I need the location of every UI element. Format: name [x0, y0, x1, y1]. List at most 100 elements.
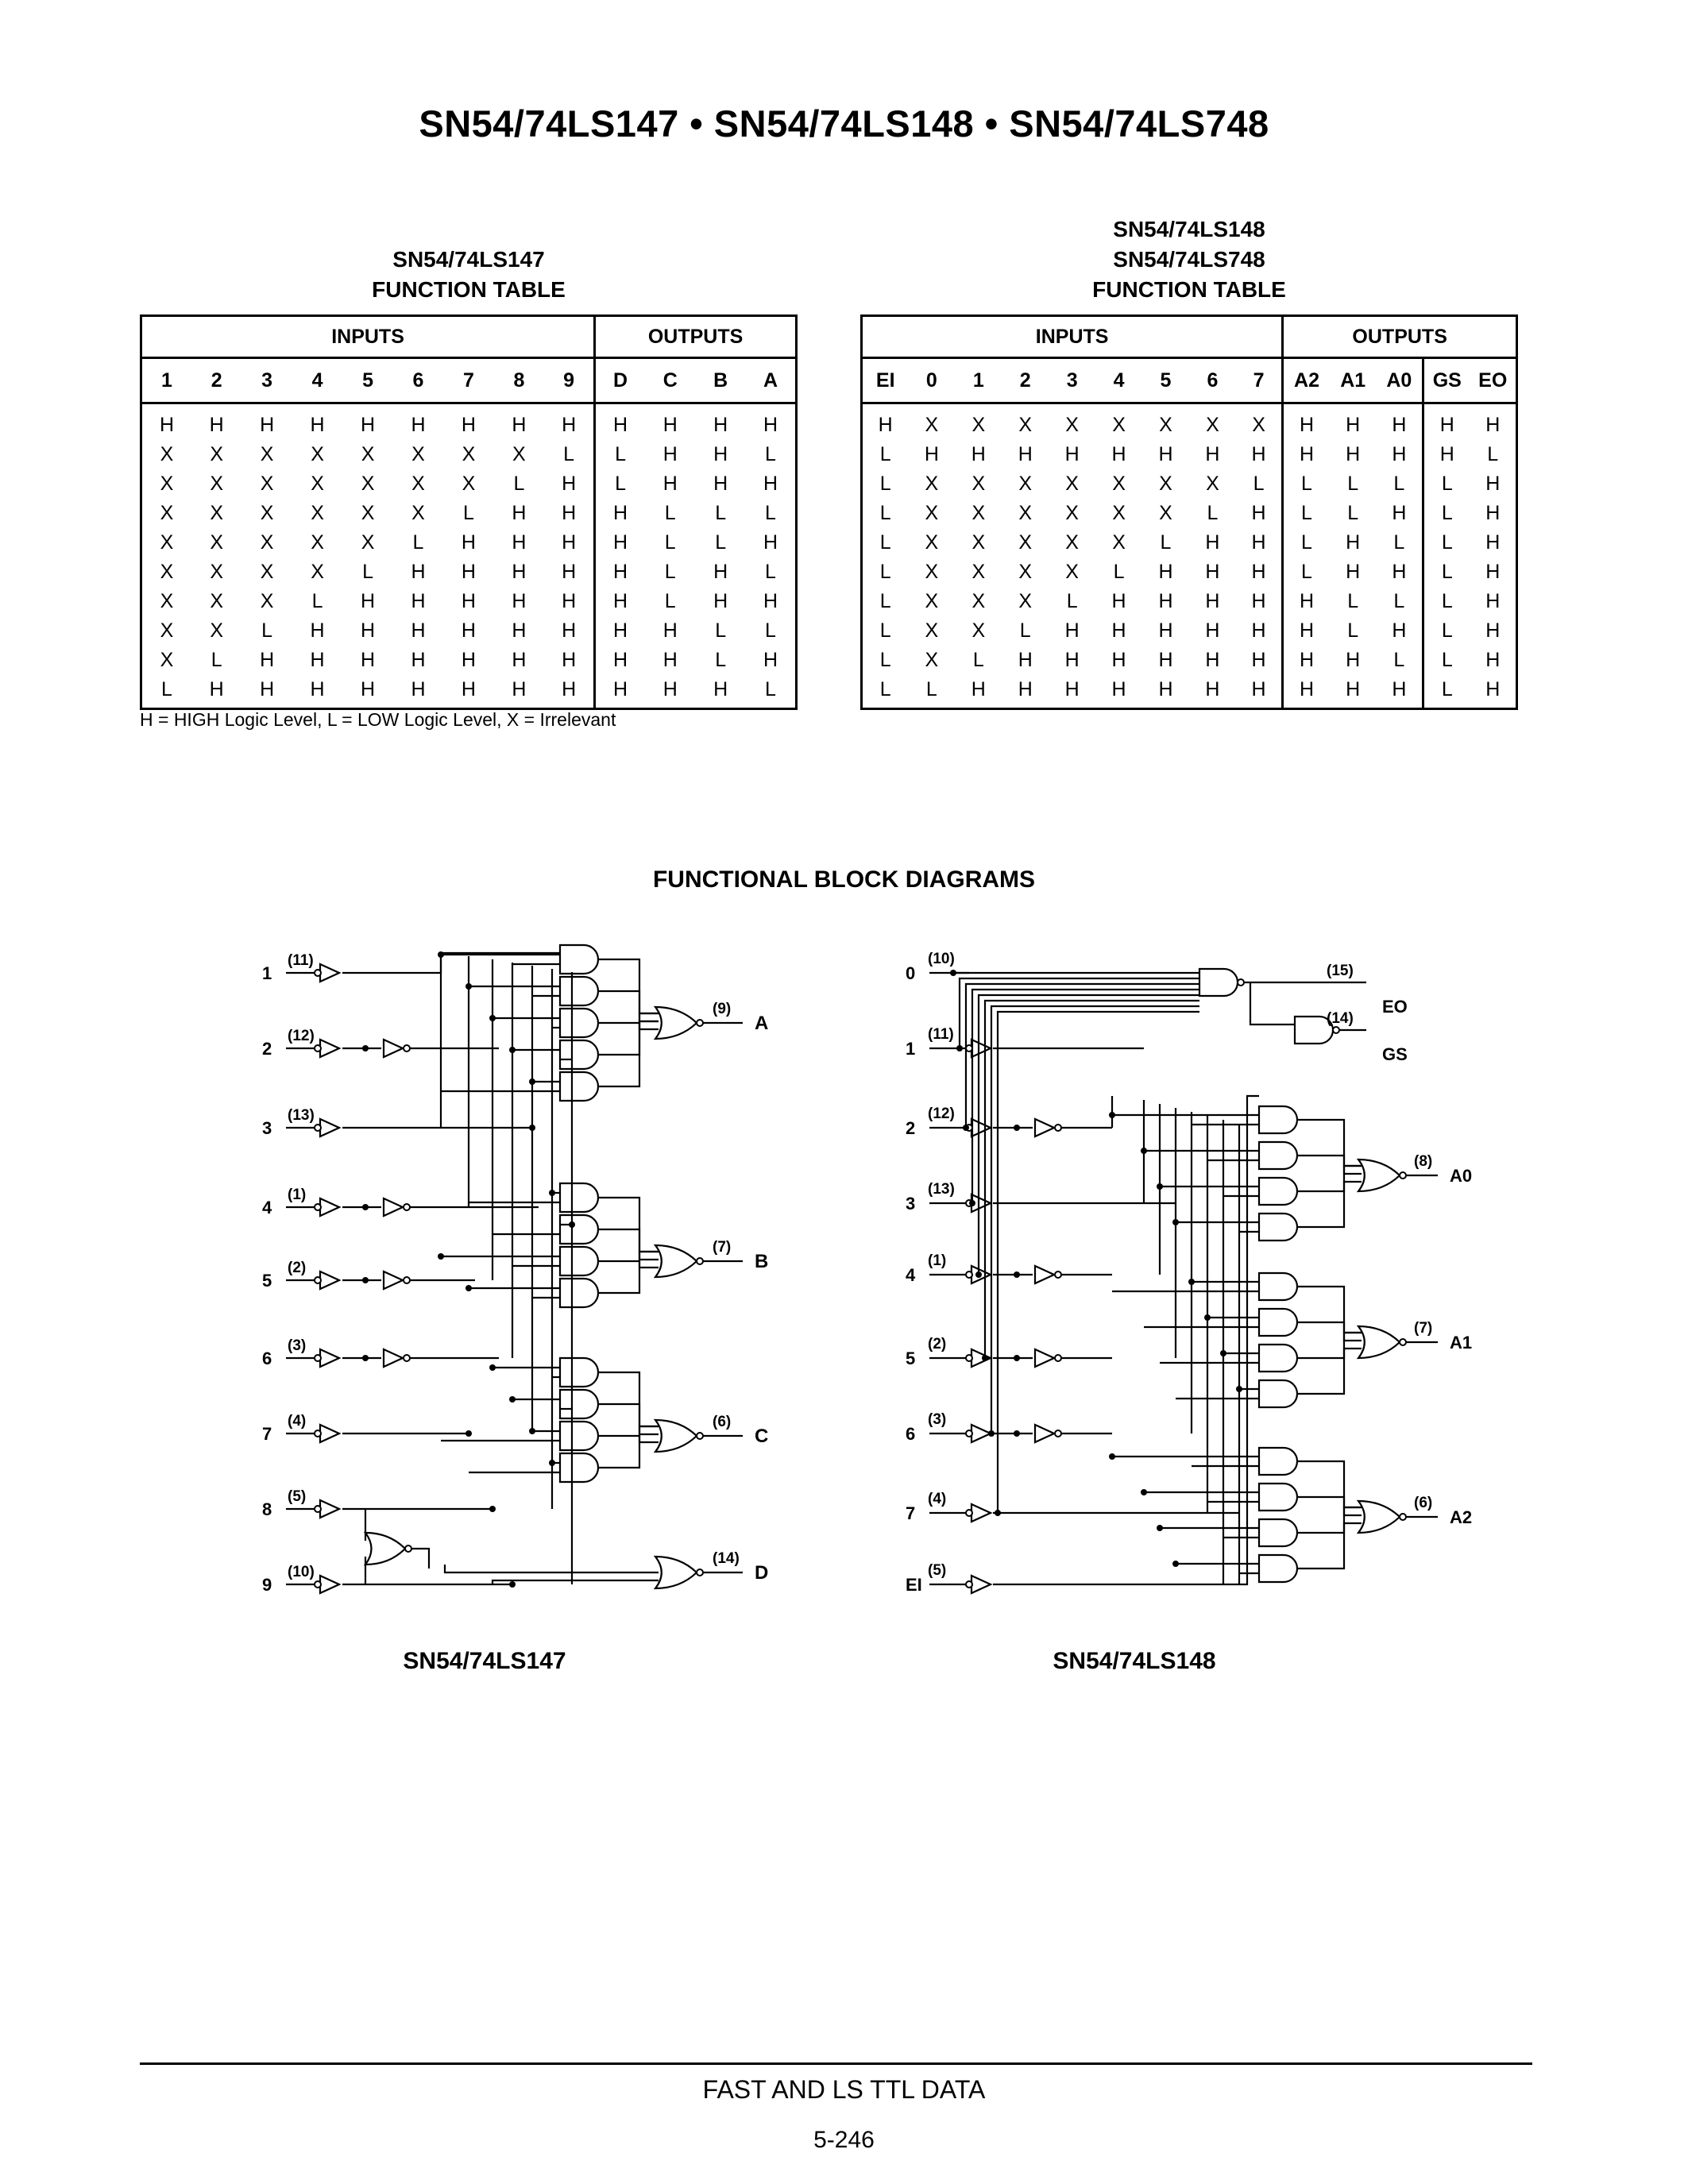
- column-header: 8: [493, 357, 545, 404]
- output-label: A0: [1450, 1166, 1472, 1186]
- table-cell: X: [160, 590, 174, 612]
- table-cell: H: [411, 678, 426, 700]
- input-label: 6: [262, 1349, 272, 1368]
- wire: [971, 988, 1199, 1203]
- table-cell: X: [210, 531, 224, 554]
- table-cell: H: [461, 619, 476, 642]
- table-cell: H: [1235, 616, 1284, 646]
- table-cell: L: [462, 502, 474, 524]
- wire: [598, 1228, 659, 1261]
- input-label: 2: [262, 1039, 272, 1059]
- junction-dot: [1157, 1525, 1163, 1531]
- table-cell: H: [1376, 558, 1425, 587]
- table-cell: L: [615, 443, 626, 465]
- table-cell: X: [1112, 414, 1126, 436]
- table-cell: H: [1158, 443, 1173, 465]
- inversion-bubble: [965, 1580, 973, 1588]
- wire: [342, 951, 560, 974]
- nor-gate: [363, 1531, 407, 1566]
- table-cell: L: [765, 561, 776, 583]
- wire: [996, 1010, 1199, 1513]
- table-cell: X: [160, 649, 174, 671]
- table-cell: X: [1065, 473, 1079, 495]
- wire: [1297, 1347, 1362, 1360]
- table-cell: H: [713, 414, 728, 436]
- and-gate: [558, 1452, 600, 1484]
- table-cell: H: [1158, 619, 1173, 642]
- junction-dot: [529, 1125, 535, 1131]
- table-cell: H: [613, 414, 628, 436]
- table-cell: X: [160, 561, 174, 583]
- table-cell: H: [613, 590, 628, 612]
- table-cell: X: [210, 590, 224, 612]
- table-cell: L: [715, 619, 727, 642]
- table-cell: L: [715, 531, 727, 554]
- table-cell: H: [512, 649, 527, 671]
- table-cell: H: [613, 649, 628, 671]
- inversion-bubble: [965, 1271, 973, 1279]
- table-cell: H: [310, 649, 325, 671]
- table-cell: H: [1485, 473, 1501, 495]
- table-cell: H: [544, 469, 597, 499]
- inversion-bubble: [314, 1430, 322, 1437]
- pin-label: (15): [1327, 963, 1354, 979]
- table148-caption-line: SN54/74LS748: [1113, 247, 1265, 272]
- junction-dot: [362, 1277, 369, 1283]
- wire: [598, 958, 659, 1015]
- inversion-bubble: [403, 1044, 411, 1052]
- and-gate: [1257, 1518, 1299, 1548]
- table-cell: H: [763, 649, 778, 671]
- inversion-bubble: [314, 1203, 322, 1211]
- table-cell: H: [310, 678, 325, 700]
- table-cell: H: [613, 561, 628, 583]
- table147-caption: SN54/74LS147 FUNCTION TABLE: [140, 245, 798, 305]
- table-cell: L: [879, 531, 891, 554]
- table-cell: L: [664, 561, 676, 583]
- table-cell: H: [1485, 414, 1501, 436]
- inversion-bubble: [965, 1354, 973, 1362]
- table147-caption-line: SN54/74LS147: [392, 247, 545, 272]
- wire: [983, 999, 1199, 1358]
- pin-label: (14): [713, 1550, 740, 1567]
- junction-dot: [1014, 1271, 1020, 1278]
- output-label: D: [755, 1562, 768, 1584]
- buffer-gate: [319, 1117, 342, 1138]
- table148-caption-line: FUNCTION TABLE: [1092, 277, 1286, 302]
- inversion-bubble: [314, 969, 322, 977]
- table-cell: X: [260, 531, 274, 554]
- input-label: 3: [262, 1118, 272, 1138]
- block-diagram-147: 1(11)2(12)3(13)4(1)5(2)6(3)7(4)8(5)9(10)…: [262, 943, 768, 1595]
- table-cell: H: [1376, 616, 1425, 646]
- inversion-bubble: [403, 1276, 411, 1284]
- wire: [1297, 1460, 1362, 1509]
- table-cell: H: [1235, 646, 1284, 675]
- table-cell: H: [1346, 678, 1361, 700]
- column-header: GS: [1423, 357, 1470, 404]
- junction-dot: [489, 1364, 496, 1371]
- column-header: EI: [861, 357, 909, 404]
- pin-label: (13): [288, 1107, 315, 1124]
- table-cell: H: [924, 443, 939, 465]
- table-cell: H: [1346, 649, 1361, 671]
- table-cell: X: [1112, 502, 1126, 524]
- table-cell: X: [971, 502, 986, 524]
- table-cell: L: [1376, 646, 1425, 675]
- junction-dot: [1204, 1314, 1211, 1321]
- wire: [1297, 1118, 1362, 1167]
- inversion-bubble: [1399, 1171, 1407, 1179]
- and-gate: [558, 1182, 600, 1214]
- table-cell: X: [210, 561, 224, 583]
- column-header: 9: [544, 357, 597, 404]
- table-cell: X: [925, 502, 939, 524]
- table-cell: L: [1347, 502, 1359, 524]
- column-header: 4: [292, 357, 343, 404]
- junction-dot: [362, 1045, 369, 1051]
- table-cell: H: [1205, 561, 1220, 583]
- table-cell: X: [1065, 414, 1079, 436]
- inversion-bubble: [965, 1430, 973, 1437]
